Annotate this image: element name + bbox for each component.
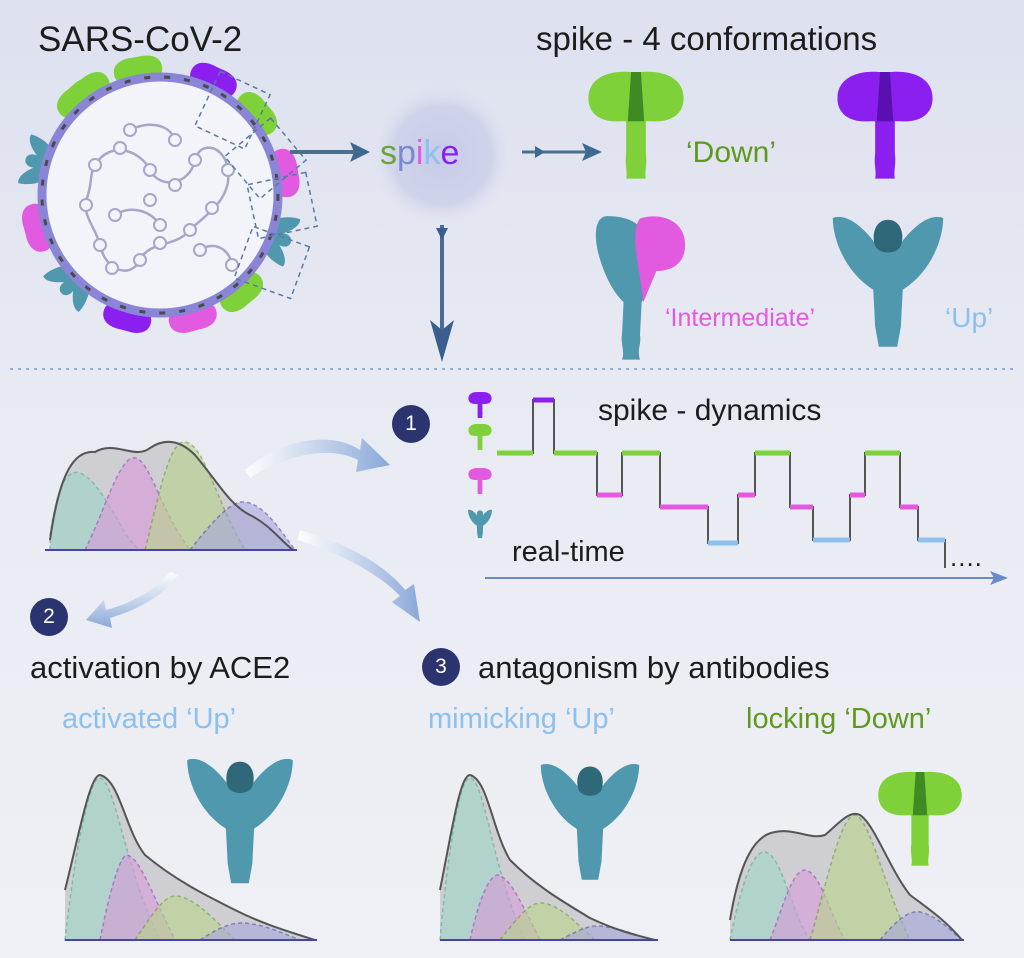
trace-ellipsis: .... bbox=[950, 542, 983, 572]
conformation-violet-glyph bbox=[837, 71, 933, 179]
arrow-hist-to-activation bbox=[86, 572, 178, 628]
virus-title: SARS-CoV-2 bbox=[38, 20, 243, 59]
activated-up-glyph bbox=[187, 758, 293, 884]
arrow-hist-to-dynamics bbox=[245, 438, 390, 478]
virus-particle bbox=[17, 52, 319, 337]
arrow-virus-to-spike bbox=[290, 142, 370, 162]
virus-rna-beads bbox=[79, 123, 239, 275]
arrow-spike-to-conformations bbox=[522, 143, 602, 161]
dynamics-title: spike - dynamics bbox=[598, 394, 822, 427]
dynamics-trace bbox=[497, 397, 946, 568]
step-2-badge: 2 bbox=[30, 598, 68, 636]
conformation-intermediate-glyph bbox=[595, 216, 686, 360]
activation-title: activation by ACE2 bbox=[30, 650, 291, 685]
spike-glow bbox=[372, 85, 512, 225]
histogram-locking bbox=[729, 812, 965, 941]
step-1-badge: 1 bbox=[392, 405, 430, 443]
conformation-down-glyph bbox=[588, 71, 684, 179]
dynamics-state-icons bbox=[468, 391, 492, 538]
spike-word: spike bbox=[380, 136, 459, 170]
histogram-mimicking bbox=[439, 773, 658, 941]
label-intermediate: ‘Intermediate’ bbox=[665, 304, 816, 332]
spike-selection-boxes bbox=[193, 70, 319, 300]
antagonism-title: antagonism by antibodies bbox=[478, 650, 830, 685]
membrane-proteins bbox=[40, 75, 280, 315]
step-3-badge: 3 bbox=[422, 648, 460, 686]
mimicking-subtitle: mimicking ‘Up’ bbox=[428, 703, 615, 735]
smfret-histogram-main bbox=[45, 440, 297, 551]
label-down: ‘Down’ bbox=[686, 136, 777, 169]
arrow-hist-to-antagonism bbox=[298, 530, 420, 622]
spike-letter-k: k bbox=[423, 134, 441, 172]
spike-letter-p: p bbox=[397, 134, 416, 172]
spike-letter-e: e bbox=[440, 134, 460, 172]
arrow-spike-down bbox=[430, 225, 454, 362]
conformation-up-glyph bbox=[832, 216, 944, 347]
locking-down-glyph bbox=[878, 771, 962, 866]
mimicking-up-glyph bbox=[540, 763, 640, 880]
spike-letter-i: i bbox=[415, 134, 424, 172]
time-axis-arrow bbox=[485, 571, 1008, 585]
time-label: real-time bbox=[512, 536, 625, 568]
label-up: ‘Up’ bbox=[945, 302, 994, 333]
locking-subtitle: locking ‘Down’ bbox=[746, 703, 932, 735]
histogram-activated bbox=[64, 773, 317, 941]
conformations-title: spike - 4 conformations bbox=[536, 20, 878, 57]
spike-letter-s: s bbox=[380, 134, 397, 172]
activation-subtitle: activated ‘Up’ bbox=[62, 703, 237, 735]
